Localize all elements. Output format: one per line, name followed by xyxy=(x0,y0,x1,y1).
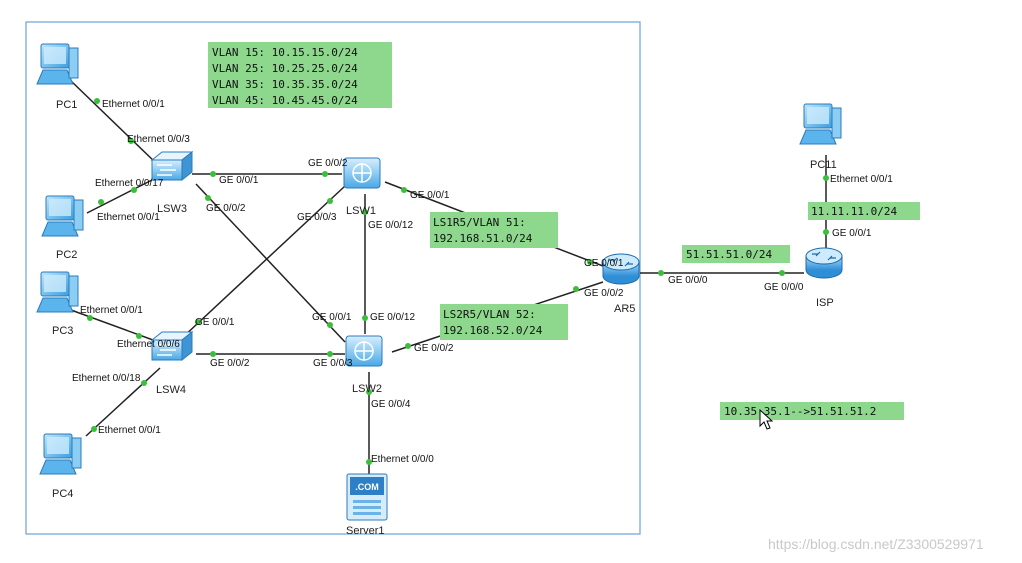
svg-text:51.51.51.0/24: 51.51.51.0/24 xyxy=(686,248,772,261)
port-lsw2-g003: GE 0/0/3 xyxy=(313,358,353,369)
nat-note: 10.35.35.1-->51.51.51.2 xyxy=(720,402,904,420)
isp[interactable] xyxy=(805,247,843,279)
vlan-line: VLAN 35: 10.35.35.0/24 xyxy=(212,78,358,91)
port-lsw4-e006: Ethernet 0/0/6 xyxy=(117,339,180,350)
port-lsw1-g002: GE 0/0/2 xyxy=(308,158,348,169)
watermark: https://blog.csdn.net/Z3300529971 xyxy=(768,536,984,552)
link-pc2-lsw3 xyxy=(86,179,153,214)
port-lsw1-g001: GE 0/0/1 xyxy=(410,190,450,201)
port-dots xyxy=(87,98,829,465)
link-pc1-lsw3 xyxy=(69,79,158,165)
port-lsw2-g001: GE 0/0/1 xyxy=(312,312,352,323)
link-pc4-lsw4 xyxy=(85,367,161,437)
ls1r5-note: LS1R5/VLAN 51: 192.168.51.0/24 xyxy=(430,212,558,248)
label-server1: Server1 xyxy=(346,525,385,537)
vlan-note: VLAN 15: 10.15.15.0/24 VLAN 25: 10.25.25… xyxy=(208,42,392,108)
pc2[interactable] xyxy=(41,195,84,237)
port-ar5-g000: GE 0/0/0 xyxy=(668,275,708,286)
port-pc11: Ethernet 0/0/1 xyxy=(830,174,893,185)
cursor-icon xyxy=(759,408,774,430)
lsw1[interactable] xyxy=(343,157,381,189)
port-pc1: Ethernet 0/0/1 xyxy=(102,99,165,110)
port-lsw2-g004: GE 0/0/4 xyxy=(371,399,411,410)
vlan-line: VLAN 25: 10.25.25.0/24 xyxy=(212,62,358,75)
server-badge: .COM xyxy=(355,482,379,492)
port-lsw3-g001: GE 0/0/1 xyxy=(219,175,259,186)
label-lsw2: LSW2 xyxy=(352,383,382,395)
label-pc11: PC11 xyxy=(810,159,837,171)
svg-text:11.11.11.0/24: 11.11.11.0/24 xyxy=(811,205,897,218)
server1[interactable]: .COM xyxy=(346,473,388,521)
lan-frame xyxy=(25,21,641,535)
port-lsw3-e003: Ethernet 0/0/3 xyxy=(127,134,190,145)
pc11-net-note: 11.11.11.0/24 xyxy=(808,202,920,220)
label-pc3: PC3 xyxy=(52,325,73,337)
label-lsw3: LSW3 xyxy=(157,203,187,215)
port-lsw4-g002: GE 0/0/2 xyxy=(210,358,250,369)
vlan-line: VLAN 15: 10.15.15.0/24 xyxy=(212,46,358,59)
isp-link-note: 51.51.51.0/24 xyxy=(682,245,790,263)
port-lsw2-g0012: GE 0/0/12 xyxy=(370,312,415,323)
pc1[interactable] xyxy=(36,43,79,85)
port-ar5-g001: GE 0/0/1 xyxy=(584,258,624,269)
label-lsw1: LSW1 xyxy=(346,205,376,217)
label-lsw4: LSW4 xyxy=(156,384,186,396)
port-pc3: Ethernet 0/0/1 xyxy=(80,305,143,316)
lsw3[interactable] xyxy=(151,151,193,181)
ls2r5-line: 192.168.52.0/24 xyxy=(443,324,543,337)
port-lsw4-g001: GE 0/0/1 xyxy=(195,317,235,328)
port-isp-g000: GE 0/0/0 xyxy=(764,282,804,293)
label-ar5: AR5 xyxy=(614,303,635,315)
port-ar5-g002: GE 0/0/2 xyxy=(584,288,624,299)
port-lsw3-g002: GE 0/0/2 xyxy=(206,203,246,214)
port-isp-g001: GE 0/0/1 xyxy=(832,228,872,239)
port-server1: Ethernet 0/0/0 xyxy=(371,454,434,465)
ls1r5-line: 192.168.51.0/24 xyxy=(433,232,533,245)
pc11[interactable] xyxy=(799,103,842,145)
link-lsw3-lsw2 xyxy=(195,183,346,343)
port-lsw1-g0012: GE 0/0/12 xyxy=(368,220,413,231)
label-pc1: PC1 xyxy=(56,99,77,111)
port-pc4: Ethernet 0/0/1 xyxy=(98,425,161,436)
port-lsw1-g003: GE 0/0/3 xyxy=(297,212,337,223)
vlan-line: VLAN 45: 10.45.45.0/24 xyxy=(212,94,358,107)
ls2r5-line: LS2R5/VLAN 52: xyxy=(443,308,536,321)
ls2r5-note: LS2R5/VLAN 52: 192.168.52.0/24 xyxy=(440,304,568,340)
label-pc2: PC2 xyxy=(56,249,77,261)
ls1r5-line: LS1R5/VLAN 51: xyxy=(433,216,526,229)
link-lsw4-lsw1 xyxy=(181,185,346,339)
port-lsw4-e0018: Ethernet 0/0/18 xyxy=(72,373,141,384)
port-pc2: Ethernet 0/0/1 xyxy=(97,212,160,223)
port-lsw3-e0017: Ethernet 0/0/17 xyxy=(95,178,164,189)
pc4[interactable] xyxy=(39,433,82,475)
label-isp: ISP xyxy=(816,297,834,309)
label-pc4: PC4 xyxy=(52,488,73,500)
svg-text:10.35.35.1-->51.51.51.2: 10.35.35.1-->51.51.51.2 xyxy=(724,405,876,418)
port-lsw2-g002: GE 0/0/2 xyxy=(414,343,454,354)
pc3[interactable] xyxy=(36,271,79,313)
